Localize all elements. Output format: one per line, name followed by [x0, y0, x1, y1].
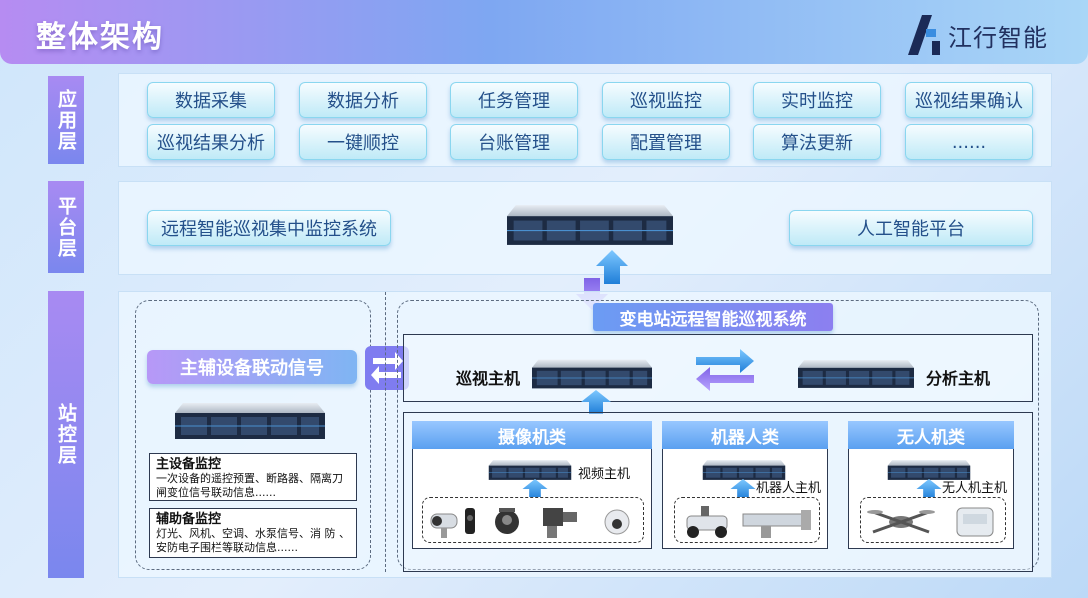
arrow-up-icon — [916, 479, 942, 499]
analysis-host-label: 分析主机 — [926, 369, 991, 388]
main-device-monitor-title: 主设备监控 — [156, 457, 222, 472]
app-button-data-analysis[interactable]: 数据分析 — [299, 82, 427, 118]
video-host-server-icon — [486, 459, 574, 481]
app-button-data-collect[interactable]: 数据采集 — [147, 82, 275, 118]
camera-devices — [422, 497, 644, 543]
app-button-more[interactable]: ...... — [905, 124, 1033, 160]
app-button-patrol-result-confirm[interactable]: 巡视结果确认 — [905, 82, 1033, 118]
app-button-config-management[interactable]: 配置管理 — [602, 124, 730, 160]
aux-device-monitor-text: 灯光、风机、空调、水泵信号、消 防 、安防电子围栏等联动信息...... — [156, 527, 350, 554]
arrow-up-icon — [596, 250, 628, 284]
platform-server-icon — [507, 202, 673, 248]
logo: 江行智能 — [904, 15, 1048, 55]
analysis-host-server-icon — [798, 357, 914, 391]
page-title: 整体架构 — [36, 20, 164, 55]
app-button-realtime-monitor[interactable]: 实时监控 — [753, 82, 881, 118]
vertical-divider — [385, 292, 386, 572]
camera-category-title: 摄像机类 — [412, 421, 652, 449]
app-button-one-key-control[interactable]: 一键顺控 — [299, 124, 427, 160]
remote-patrol-system-title: 变电站远程智能巡视系统 — [593, 303, 833, 331]
main-device-monitor-text: 一次设备的遥控预置、断路器、隔离刀闸变位信号联动信息...... — [156, 472, 343, 499]
logo-text: 江行智能 — [948, 23, 1048, 52]
linkage-signal-button[interactable]: 主辅设备联动信号 — [147, 350, 357, 384]
drone-host-label: 无人机主机 — [942, 481, 1008, 496]
device-category-box: 摄像机类 视频主机 机器人类 机器人主机 无人机类 — [403, 412, 1033, 572]
app-button-task-management[interactable]: 任务管理 — [450, 82, 578, 118]
remote-patrol-system-area — [397, 300, 1039, 570]
aux-device-monitor-box: 辅助备监控 灯光、风机、空调、水泵信号、消 防 、安防电子围栏等联动信息....… — [149, 508, 357, 558]
swap-icon — [365, 346, 409, 390]
drone-devices — [860, 497, 1006, 543]
drone-icon — [867, 507, 994, 537]
main-device-monitor-box: 主设备监控 一次设备的遥控预置、断路器、隔离刀闸变位信号联动信息...... — [149, 453, 357, 501]
ai-platform-button[interactable]: 人工智能平台 — [789, 210, 1033, 246]
app-button-algorithm-update[interactable]: 算法更新 — [753, 124, 881, 160]
drone-category-title: 无人机类 — [848, 421, 1014, 449]
logo-icon — [908, 15, 940, 55]
host-box: 巡视主机 分析主机 — [403, 334, 1033, 402]
station-layer-label: 站控层 — [48, 291, 84, 578]
header-bar: 整体架构 江行智能 — [0, 0, 1088, 64]
app-button-patrol-monitor[interactable]: 巡视监控 — [602, 82, 730, 118]
video-host-label: 视频主机 — [578, 467, 631, 482]
arrow-up-icon — [581, 390, 611, 414]
remote-patrol-monitor-system-button[interactable]: 远程智能巡视集中监控系统 — [147, 210, 391, 246]
robot-category-title: 机器人类 — [662, 421, 828, 449]
app-button-ledger-management[interactable]: 台账管理 — [450, 124, 578, 160]
platform-layer-label: 平台层 — [48, 181, 84, 273]
robot-host-label: 机器人主机 — [756, 481, 822, 496]
arrow-up-icon — [522, 479, 548, 499]
exchange-icon — [696, 349, 754, 391]
patrol-host-label: 巡视主机 — [456, 369, 521, 388]
auxiliary-linkage-area — [135, 300, 371, 570]
platform-panel: 远程智能巡视集中监控系统 人工智能平台 — [118, 181, 1052, 275]
robot-icon — [686, 506, 811, 538]
linkage-server-icon — [175, 398, 325, 444]
camera-icon — [430, 508, 630, 538]
station-panel: 主辅设备联动信号 主设备监控 一次设备的遥控预置、断路器、隔离刀闸变位信号联动信… — [118, 291, 1052, 578]
aux-device-monitor-title: 辅助备监控 — [156, 512, 222, 527]
application-panel: 数据采集 数据分析 任务管理 巡视监控 实时监控 巡视结果确认 巡视结果分析 一… — [118, 73, 1052, 167]
app-button-patrol-result-analysis[interactable]: 巡视结果分析 — [147, 124, 275, 160]
arrow-up-icon — [730, 479, 756, 499]
application-layer-label: 应用层 — [48, 76, 84, 164]
robot-devices — [674, 497, 820, 543]
patrol-host-server-icon — [532, 357, 652, 391]
